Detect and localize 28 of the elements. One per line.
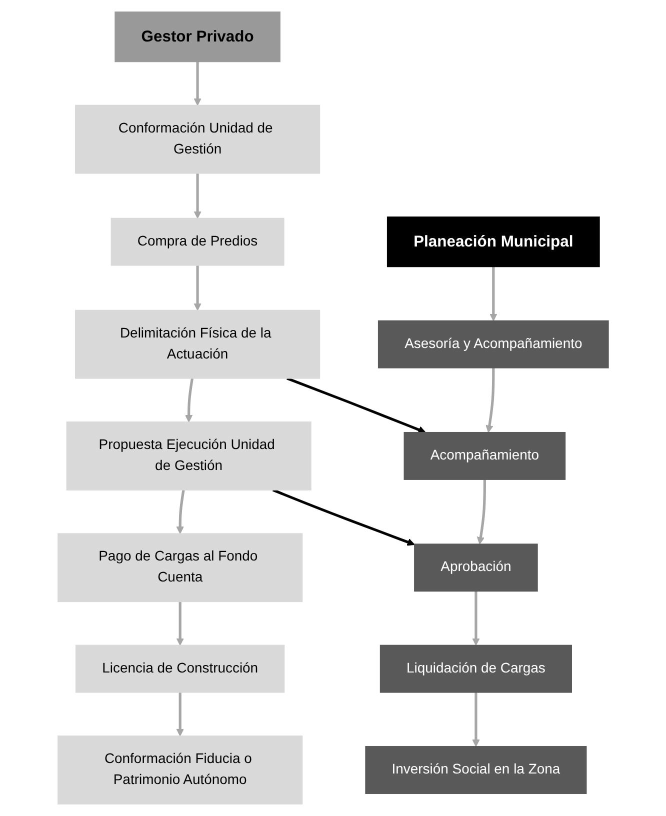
node-box: Liquidación de Cargas — [380, 644, 572, 693]
arrow — [194, 173, 202, 219]
node-box: Inversión Social en la Zona — [364, 746, 587, 794]
node-box: Pago de Cargas al Fondo Cuenta — [57, 533, 302, 602]
arrow — [472, 591, 480, 646]
node-box: Delimitación Física de la Actuación — [74, 310, 320, 379]
node-box: Compra de Predios — [110, 218, 284, 266]
arrow — [176, 692, 184, 736]
node-box: Acompañamiento — [404, 432, 566, 480]
arrow — [472, 692, 480, 747]
node-box: Licencia de Construcción — [75, 644, 284, 693]
arrow — [489, 266, 498, 322]
arrow — [286, 377, 426, 434]
node-box: Asesoría y Acompañamiento — [378, 320, 609, 368]
arrow — [272, 488, 415, 546]
node-box: Propuesta Ejecución Unidad de Gestión — [66, 422, 312, 490]
arrow — [476, 480, 486, 544]
node-box: Conformación Fiducia o Patrimonio Autónomo — [57, 736, 302, 804]
node-box: Planeación Municipal — [386, 216, 600, 268]
node-box: Conformación Unidad de Gestión — [74, 104, 320, 174]
node-box: Aprobación — [414, 544, 538, 592]
arrow — [176, 490, 185, 534]
arrow — [485, 368, 495, 433]
arrow — [176, 602, 184, 646]
arrow — [184, 378, 194, 422]
node-box: Gestor Privado — [114, 12, 280, 62]
arrow — [194, 62, 202, 106]
arrow — [194, 265, 202, 311]
